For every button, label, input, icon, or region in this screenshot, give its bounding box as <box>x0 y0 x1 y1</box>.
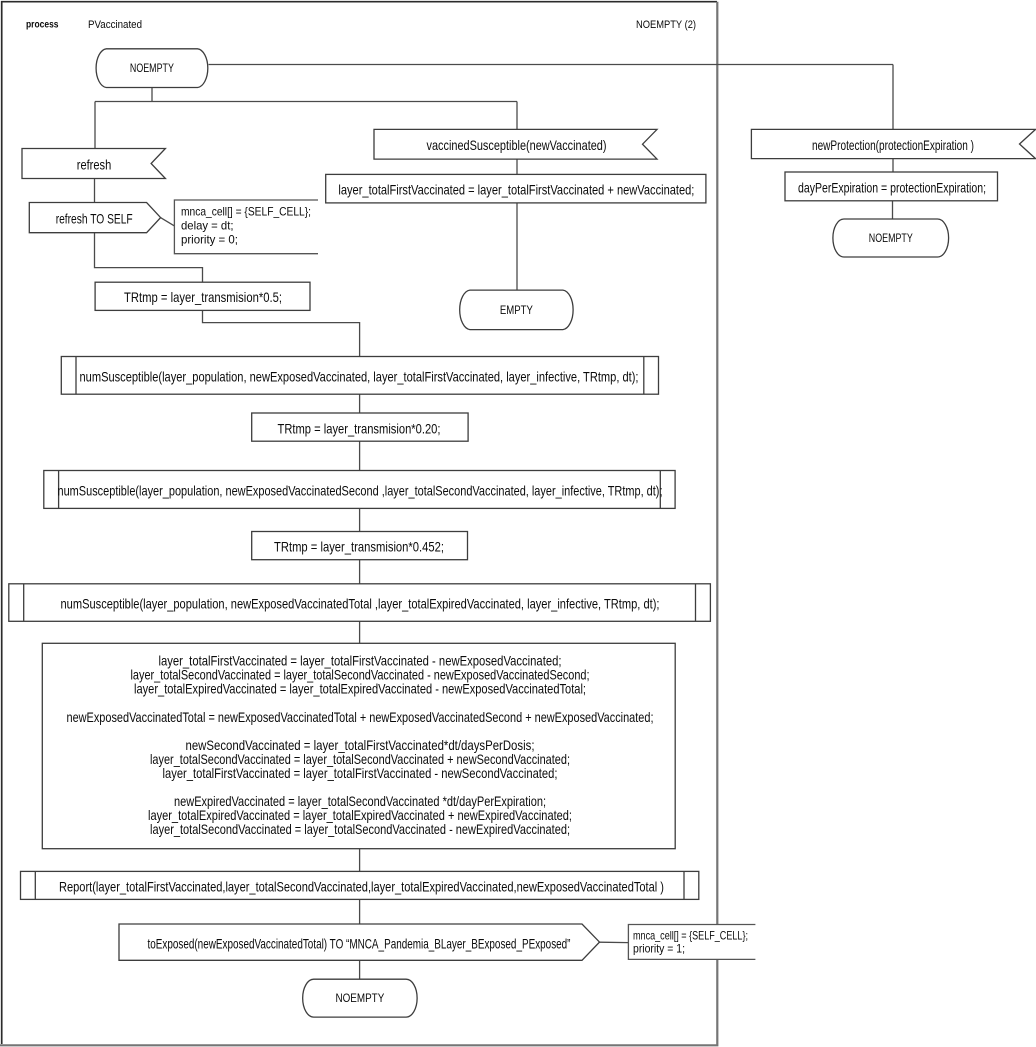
svg-text:mnca_cell[] = {SELF_CELL};: mnca_cell[] = {SELF_CELL}; <box>633 928 748 942</box>
svg-text:newExpiredVaccinated = layer_t: newExpiredVaccinated = layer_totalSecond… <box>174 793 546 809</box>
svg-text:newExposedVaccinatedTotal = ne: newExposedVaccinatedTotal = newExposedVa… <box>67 709 654 725</box>
svg-text:layer_totalFirstVaccinated = l: layer_totalFirstVaccinated = layer_total… <box>338 182 694 198</box>
svg-text:TRtmp = layer_transmision*0.20: TRtmp = layer_transmision*0.20; <box>278 421 441 437</box>
svg-text:NOEMPTY: NOEMPTY <box>130 61 174 75</box>
svg-text:layer_totalFirstVaccinated = l: layer_totalFirstVaccinated = layer_total… <box>163 765 558 781</box>
svg-text:refresh: refresh <box>77 157 112 173</box>
svg-text:vaccinedSusceptible(newVaccina: vaccinedSusceptible(newVaccinated) <box>427 137 607 153</box>
svg-text:numSusceptible(layer_populatio: numSusceptible(layer_population, newExpo… <box>80 368 639 384</box>
svg-text:layer_totalSecondVaccinated =: layer_totalSecondVaccinated = layer_tota… <box>150 821 570 837</box>
svg-text:toExposed(newExposedVaccinated: toExposed(newExposedVaccinatedTotal) TO … <box>148 935 571 951</box>
svg-text:layer_totalFirstVaccinated = l: layer_totalFirstVaccinated = layer_total… <box>159 653 562 669</box>
svg-text:mnca_cell[] = {SELF_CELL};: mnca_cell[] = {SELF_CELL}; <box>181 205 311 219</box>
svg-text:priority = 0;: priority = 0; <box>181 233 238 247</box>
svg-text:TRtmp = layer_transmision*0.45: TRtmp = layer_transmision*0.452; <box>274 539 444 555</box>
svg-text:refresh TO SELF: refresh TO SELF <box>56 211 133 227</box>
svg-text:process: process <box>26 19 59 30</box>
svg-text:Report(layer_totalFirstVaccina: Report(layer_totalFirstVaccinated,layer_… <box>59 878 664 894</box>
svg-text:layer_totalSecondVaccinated =: layer_totalSecondVaccinated = layer_tota… <box>150 751 570 767</box>
svg-text:PVaccinated: PVaccinated <box>88 19 142 31</box>
svg-text:layer_totalExpiredVaccinated =: layer_totalExpiredVaccinated = layer_tot… <box>134 681 586 697</box>
svg-text:numSusceptible(layer_populatio: numSusceptible(layer_population, newExpo… <box>58 483 663 499</box>
svg-text:newSecondVaccinated = layer_to: newSecondVaccinated = layer_totalFirstVa… <box>186 737 535 753</box>
svg-text:NOEMPTY (2): NOEMPTY (2) <box>636 19 696 31</box>
svg-text:NOEMPTY: NOEMPTY <box>869 231 913 245</box>
svg-text:NOEMPTY: NOEMPTY <box>336 991 385 1005</box>
svg-text:numSusceptible(layer_populatio: numSusceptible(layer_population, newExpo… <box>61 596 660 612</box>
svg-text:layer_totalExpiredVaccinated =: layer_totalExpiredVaccinated = layer_tot… <box>148 807 572 823</box>
svg-text:dayPerExpiration = protectionE: dayPerExpiration = protectionExpiration; <box>798 179 986 195</box>
svg-text:newProtection(protectionExpira: newProtection(protectionExpiration ) <box>812 137 974 153</box>
svg-text:EMPTY: EMPTY <box>500 303 533 317</box>
svg-text:delay = dt;: delay = dt; <box>181 219 234 233</box>
svg-text:priority = 1;: priority = 1; <box>633 942 685 956</box>
svg-text:TRtmp = layer_transmision*0.5: TRtmp = layer_transmision*0.5; <box>124 289 282 305</box>
svg-text:layer_totalSecondVaccinated =: layer_totalSecondVaccinated = layer_tota… <box>131 667 590 683</box>
